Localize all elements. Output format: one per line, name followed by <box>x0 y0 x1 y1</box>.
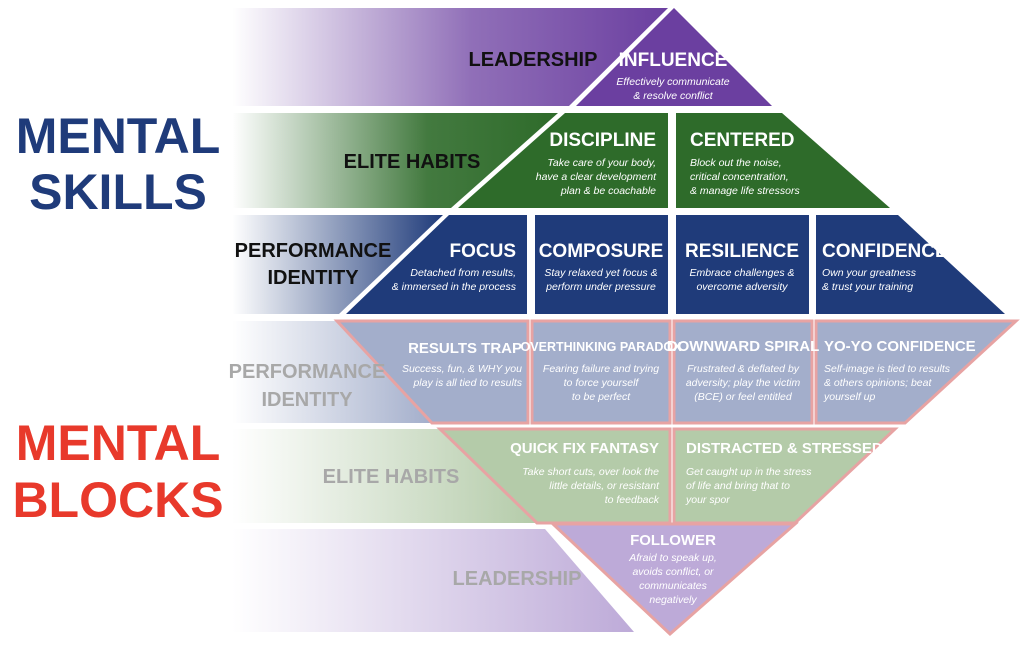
focus-desc-2: & immersed in the process <box>392 281 517 293</box>
centered-desc-3: & manage life stressors <box>690 185 800 197</box>
resilience-desc-1: Embrace challenges & <box>689 267 794 279</box>
discipline-desc-3: plan & be coachable <box>560 185 656 197</box>
downward-spiral-desc-3: (BCE) or feel entitled <box>694 391 793 403</box>
skills-performance-label-line1: PERFORMANCE <box>235 240 392 262</box>
confidence-desc-2: & trust your training <box>822 281 913 293</box>
influence-block <box>576 8 772 106</box>
distracted-stressed-desc-3: your spor <box>685 494 730 506</box>
yoyo-confidence-desc-2: & others opinions; beat <box>824 377 932 389</box>
centered-title: CENTERED <box>690 130 795 151</box>
focus-block <box>346 215 527 314</box>
confidence-block <box>816 215 1005 314</box>
blocks-elite-habits-label: ELITE HABITS <box>323 466 460 488</box>
follower-desc-3: communicates <box>639 580 707 592</box>
follower-desc-1: Afraid to speak up, <box>628 552 717 564</box>
centered-desc-2: critical concentration, <box>690 171 789 183</box>
mental-skills-title-line1: MENTAL <box>16 108 221 164</box>
follower-desc-2: avoids conflict, or <box>632 566 714 578</box>
follower-title: FOLLOWER <box>630 532 716 549</box>
composure-desc-2: perform under pressure <box>545 281 656 293</box>
yoyo-confidence-desc-1: Self-image is tied to results <box>824 363 951 375</box>
overthinking-paradox-desc-2: to force yourself <box>564 377 640 389</box>
overthinking-paradox-title: OVERTHINKING PARADOX <box>521 340 683 354</box>
composure-title: COMPOSURE <box>539 241 664 262</box>
skills-performance-label-line2: IDENTITY <box>267 267 359 289</box>
distracted-stressed-desc-2: of life and bring that to <box>686 480 790 492</box>
skills-leadership-label: LEADERSHIP <box>469 49 598 71</box>
resilience-block <box>676 215 809 314</box>
quick-fix-fantasy-desc-2: little details, or resistant <box>549 480 660 492</box>
downward-spiral-desc-2: adversity; play the victim <box>686 377 801 389</box>
quick-fix-fantasy-title: QUICK FIX FANTASY <box>510 440 659 457</box>
blocks-performance-label-line2: IDENTITY <box>261 389 353 411</box>
centered-block <box>676 113 890 208</box>
discipline-desc-2: have a clear development <box>536 171 657 183</box>
blocks-elite-habits-band <box>232 429 537 523</box>
resilience-title: RESILIENCE <box>685 241 799 262</box>
quick-fix-fantasy-desc-1: Take short cuts, over look the <box>522 466 659 478</box>
blocks-performance-identity-band <box>232 321 432 423</box>
yoyo-confidence-title: YO-YO CONFIDENCE <box>824 338 976 355</box>
downward-spiral-desc-1: Frustrated & deflated by <box>687 363 800 375</box>
resilience-desc-2: overcome adversity <box>696 281 788 293</box>
confidence-title: CONFIDENCE <box>822 241 948 262</box>
yoyo-confidence-block <box>814 319 1020 425</box>
results-trap-title: RESULTS TRAP <box>408 340 522 357</box>
skills-performance-identity-band <box>232 215 443 314</box>
skills-leadership-band <box>232 8 668 106</box>
yoyo-confidence-desc-3: yourself up <box>823 391 876 403</box>
discipline-block <box>458 113 668 208</box>
skills-elite-habits-label: ELITE HABITS <box>344 151 481 173</box>
blocks-leadership-band <box>232 529 634 632</box>
confidence-desc-1: Own your greatness <box>822 267 917 279</box>
focus-title: FOCUS <box>450 241 517 262</box>
overthinking-paradox-desc-1: Fearing failure and trying <box>543 363 659 375</box>
downward-spiral-title: DOWNWARD SPIRAL <box>667 338 820 355</box>
overthinking-paradox-block <box>530 319 672 425</box>
skills-elite-habits-band <box>232 113 558 208</box>
composure-block <box>535 215 668 314</box>
influence-desc-1: Effectively communicate <box>616 76 729 88</box>
blocks-leadership-label: LEADERSHIP <box>453 568 582 590</box>
influence-title: INFLUENCE <box>619 50 728 71</box>
results-trap-desc-2: play is all tied to results <box>412 377 522 389</box>
influence-desc-2: & resolve conflict <box>633 90 713 102</box>
mental-skills-title-line2: SKILLS <box>29 164 207 220</box>
blocks-performance-label-line1: PERFORMANCE <box>229 361 386 383</box>
follower-block <box>549 522 799 637</box>
mental-blocks-title-line1: MENTAL <box>16 415 221 471</box>
results-trap-block <box>333 319 530 425</box>
distracted-stressed-desc-1: Get caught up in the stress <box>686 466 812 478</box>
composure-desc-1: Stay relaxed yet focus & <box>544 267 657 279</box>
discipline-title: DISCIPLINE <box>549 130 656 151</box>
follower-desc-4: negatively <box>649 594 697 606</box>
mental-blocks-title-line2: BLOCKS <box>12 472 223 528</box>
discipline-desc-1: Take care of your body, <box>547 157 656 169</box>
quick-fix-fantasy-desc-3: to feedback <box>605 494 660 506</box>
focus-desc-1: Detached from results, <box>410 267 516 279</box>
downward-spiral-block <box>672 319 814 425</box>
distracted-stressed-title: DISTRACTED & STRESSED <box>686 440 883 457</box>
overthinking-paradox-desc-3: to be perfect <box>572 391 631 403</box>
centered-desc-1: Block out the noise, <box>690 157 782 169</box>
results-trap-desc-1: Success, fun, & WHY you <box>402 363 522 375</box>
